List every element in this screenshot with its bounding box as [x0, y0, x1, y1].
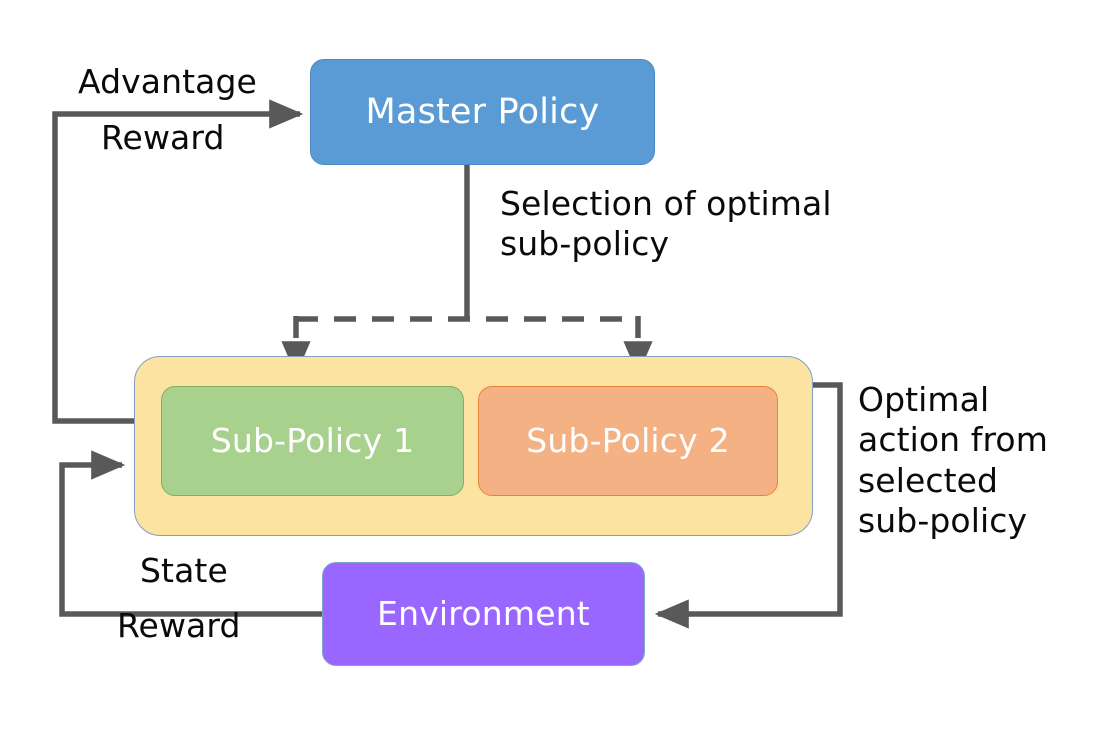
node-subpolicy-1[interactable]: Sub-Policy 1 — [161, 386, 464, 496]
node-subpolicy-1-label: Sub-Policy 1 — [210, 420, 415, 460]
node-environment[interactable]: Environment — [322, 562, 645, 666]
node-environment-label: Environment — [377, 593, 590, 633]
edge-label-optimal-action: Optimal action from selected sub-policy — [858, 380, 1048, 540]
edge-label-selection: Selection of optimal sub-policy — [500, 184, 832, 264]
edge-label-reward-top: Reward — [101, 118, 225, 157]
node-master-policy-label: Master Policy — [365, 91, 600, 132]
node-subpolicy-2[interactable]: Sub-Policy 2 — [478, 386, 778, 496]
node-master-policy[interactable]: Master Policy — [310, 59, 655, 165]
edge-label-advantage: Advantage — [78, 62, 257, 101]
edge-label-state: State — [140, 551, 228, 590]
node-subpolicy-2-label: Sub-Policy 2 — [526, 420, 730, 460]
edge-label-reward-bottom: Reward — [117, 606, 241, 645]
